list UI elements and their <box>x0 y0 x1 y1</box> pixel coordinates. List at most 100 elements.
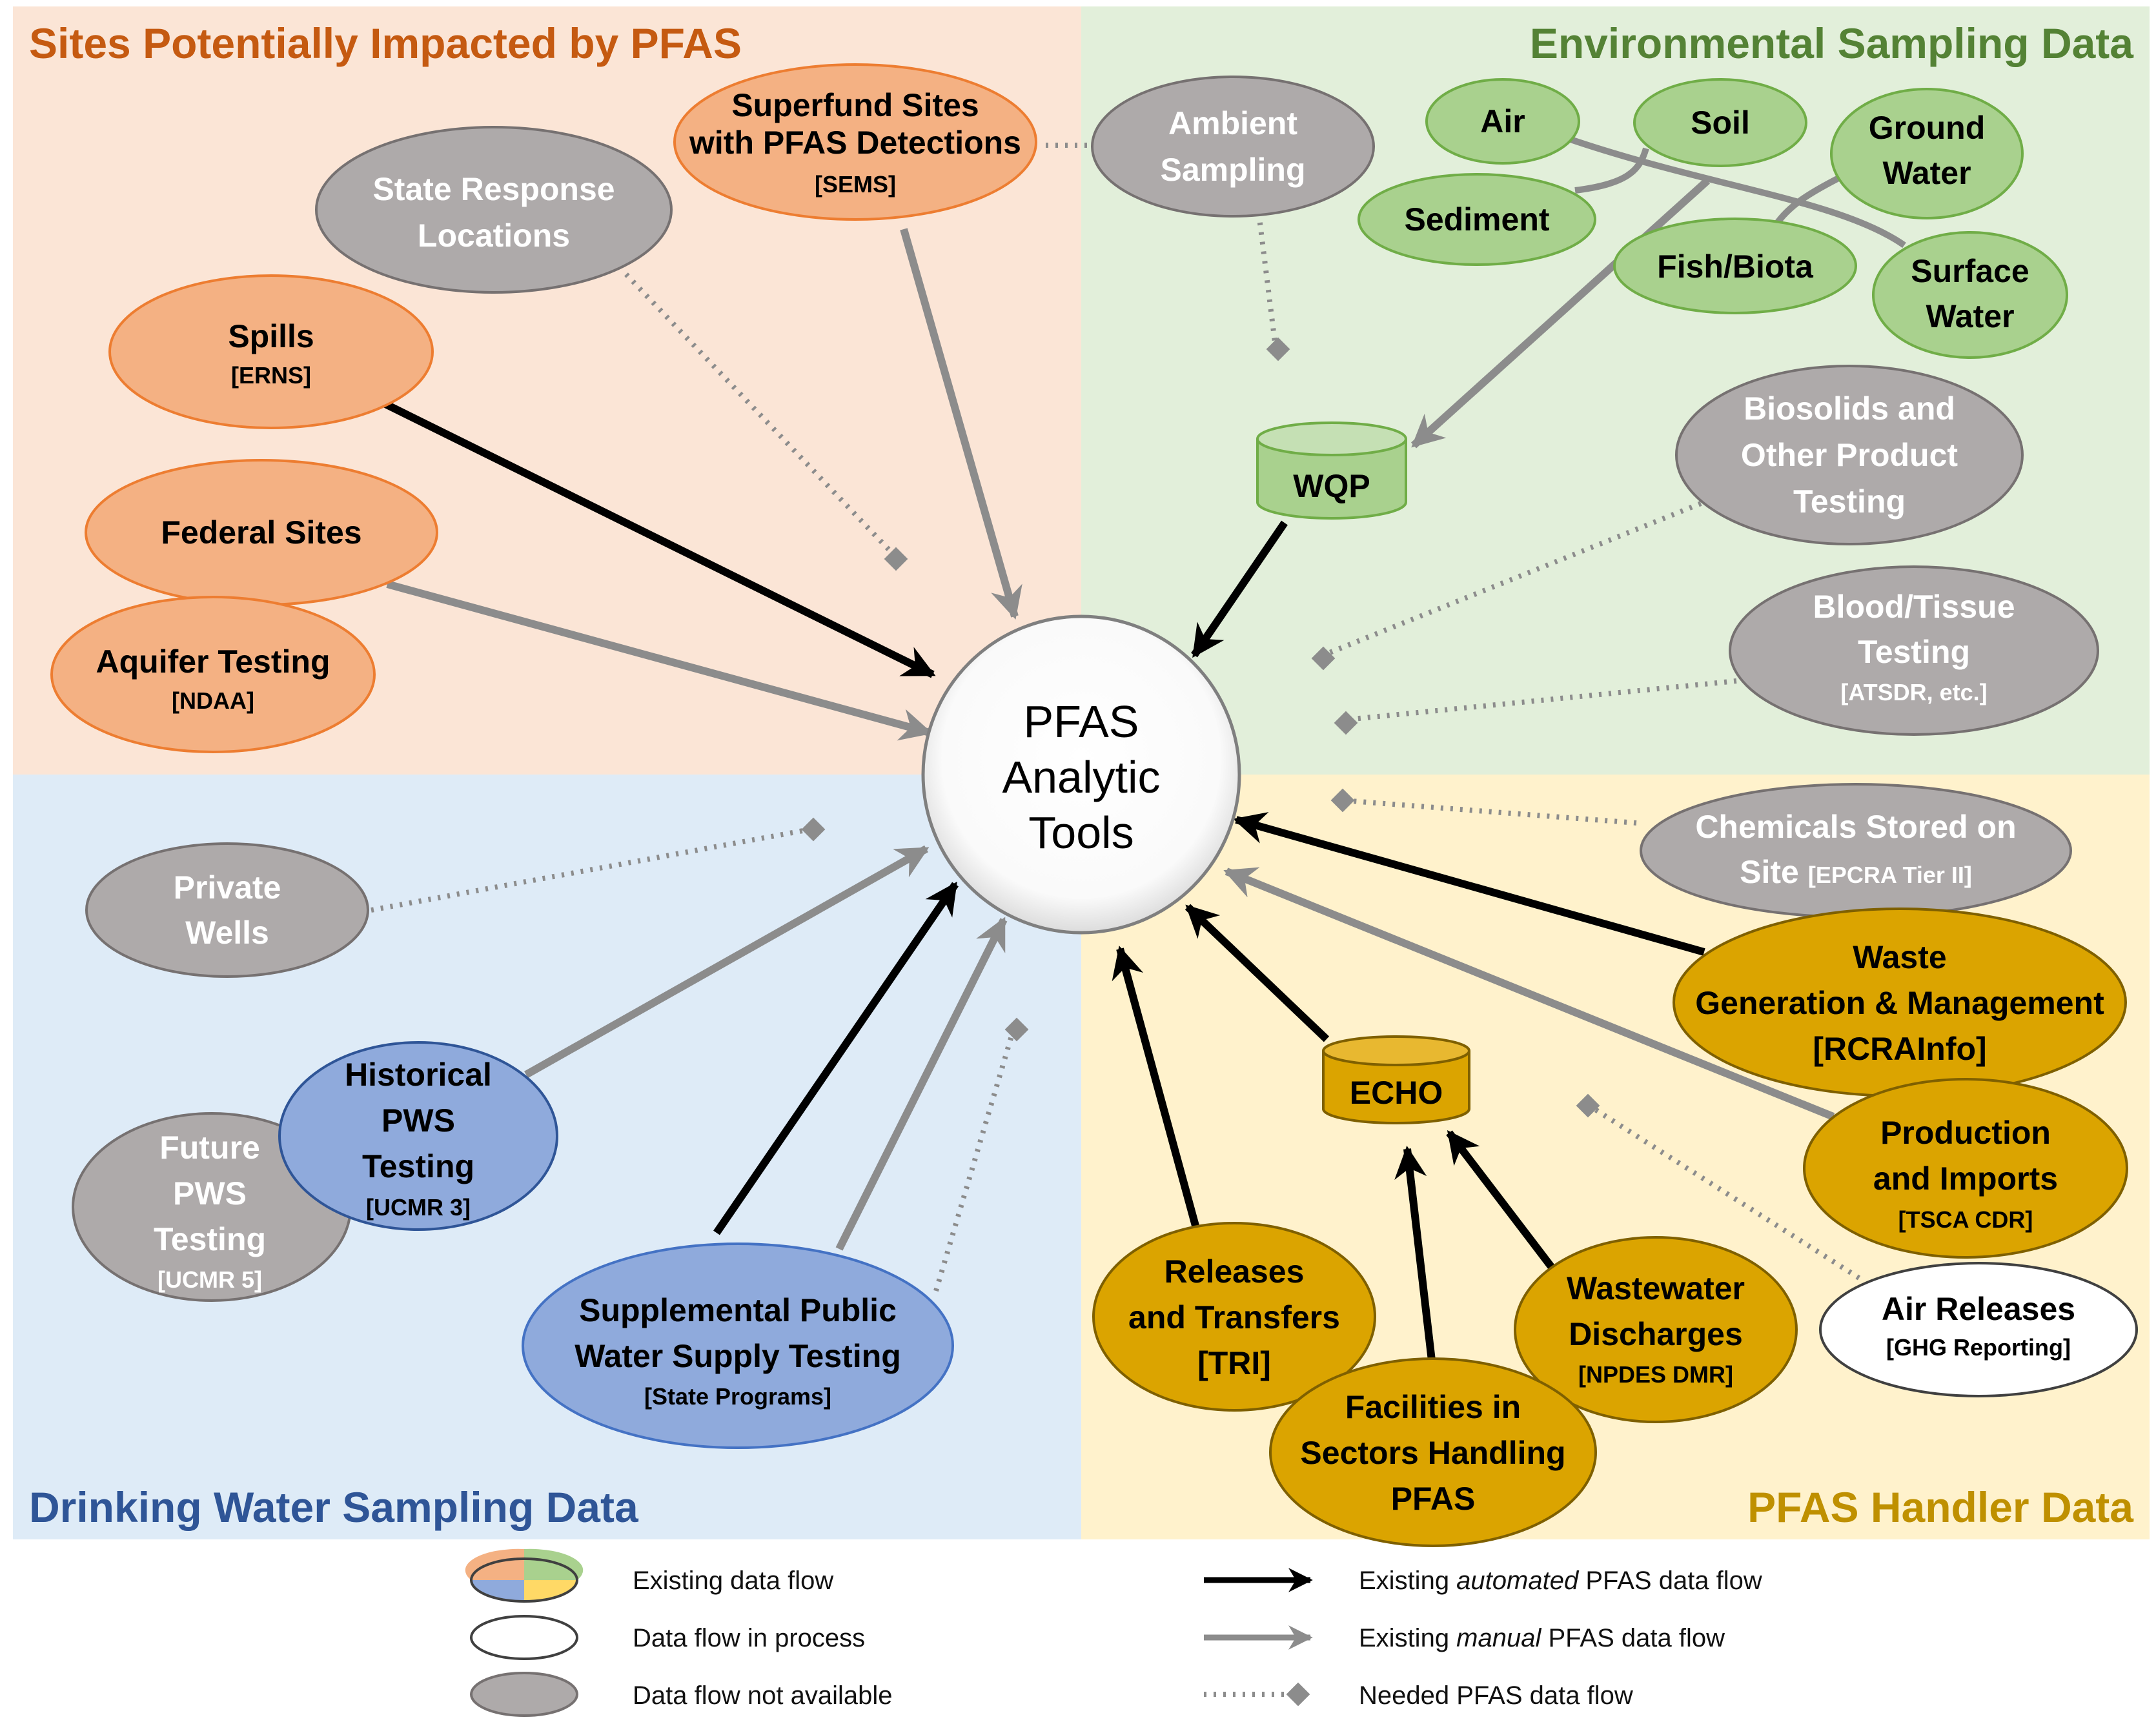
node-facilities-line2: Sectors Handling <box>1300 1435 1565 1471</box>
node-releases-line3: [TRI] <box>1197 1345 1271 1381</box>
node-historical-pws-sub: [UCMR 3] <box>366 1194 471 1221</box>
node-chemicals-stored-line2-main: Site <box>1740 854 1799 890</box>
node-fish-biota-line1: Fish/Biota <box>1657 248 1814 285</box>
legend-automated-suffix: PFAS data flow <box>1578 1567 1762 1595</box>
node-sediment[interactable]: Sediment <box>1358 173 1596 266</box>
node-production-line2: and Imports <box>1873 1161 2058 1197</box>
node-air-line1: Air <box>1480 103 1525 139</box>
node-facilities[interactable]: Facilities in Sectors Handling PFAS <box>1269 1357 1597 1547</box>
node-wastewater[interactable]: Wastewater Discharges [NPDES DMR] <box>1514 1236 1798 1423</box>
legend-in-process-swatch <box>470 1615 578 1660</box>
node-biosolids[interactable]: Biosolids and Other Product Testing <box>1675 365 2024 545</box>
node-ground-water[interactable]: Ground Water <box>1830 88 2024 219</box>
node-air-releases-line1: Air Releases <box>1882 1291 2075 1327</box>
node-surface-water[interactable]: Surface Water <box>1872 231 2068 359</box>
node-echo[interactable]: ECHO <box>1322 1035 1470 1124</box>
legend-in-process-label: Data flow in process <box>633 1624 865 1652</box>
node-state-response-line2: Locations <box>418 218 570 254</box>
node-historical-pws-line1: Historical <box>345 1057 492 1093</box>
node-wqp[interactable]: WQP <box>1256 421 1407 520</box>
node-waste-line3: [RCRAInfo] <box>1813 1031 1986 1067</box>
legend-not-available-label: Data flow not available <box>633 1681 892 1710</box>
node-blood-tissue-line1: Blood/Tissue <box>1813 589 2015 625</box>
node-blood-tissue-sub: [ATSDR, etc.] <box>1840 679 1987 705</box>
node-chemicals-stored-line1: Chemicals Stored on <box>1695 809 2016 845</box>
node-historical-pws-line2: PWS <box>381 1102 455 1139</box>
node-supplemental-line1: Supplemental Public <box>579 1292 897 1328</box>
legend-manual-label: Existing manual PFAS data flow <box>1359 1624 1725 1652</box>
legend-not-available-swatch <box>470 1672 578 1717</box>
node-surface-water-line1: Surface <box>1911 253 2029 289</box>
node-air-releases-sub: [GHG Reporting] <box>1886 1334 2071 1361</box>
needed-flow-lines <box>371 143 1861 1292</box>
node-future-pws-line2: PWS <box>173 1175 247 1212</box>
node-future-pws-sub: [UCMR 5] <box>158 1266 262 1293</box>
node-chemicals-stored-line2: Site [EPCRA Tier II] <box>1740 854 1972 890</box>
legend-automated-em: automated <box>1456 1567 1580 1595</box>
quadrant-drinking-water-title: Drinking Water Sampling Data <box>29 1483 639 1531</box>
node-aquifer-testing-sub: [NDAA] <box>172 687 254 714</box>
node-supplemental-sub: [State Programs] <box>644 1383 831 1410</box>
node-sediment-line1: Sediment <box>1404 201 1549 238</box>
legend-needed-swatch <box>1204 1682 1310 1707</box>
center-node-line1: PFAS <box>1024 696 1139 747</box>
legend-existing-swatch <box>465 1548 584 1603</box>
node-private-wells-line2: Wells <box>185 915 269 951</box>
node-releases[interactable]: Releases and Transfers [TRI] <box>1092 1222 1376 1412</box>
node-wastewater-sub: [NPDES DMR] <box>1578 1361 1733 1388</box>
node-future-pws[interactable]: Future PWS Testing [UCMR 5] <box>72 1112 352 1302</box>
node-state-response-line1: State Response <box>372 171 615 207</box>
node-echo-line1: ECHO <box>1350 1075 1443 1111</box>
legend-automated-label: Existing automated PFAS data flow <box>1359 1567 1762 1595</box>
node-aquifer-testing[interactable]: Aquifer Testing [NDAA] <box>50 596 376 753</box>
node-production-line1: Production <box>1880 1115 2051 1151</box>
node-superfund-line2: with PFAS Detections <box>689 125 1021 161</box>
center-node-line3: Tools <box>1028 807 1134 858</box>
legend-manual-em: manual <box>1456 1624 1541 1652</box>
node-superfund-line1: Superfund Sites <box>731 87 979 123</box>
quadrant-handler-title: PFAS Handler Data <box>1747 1483 2134 1531</box>
node-spills[interactable]: Spills [ERNS] <box>108 274 434 429</box>
center-node-line2: Analytic <box>1002 752 1160 802</box>
node-private-wells[interactable]: Private Wells <box>85 842 369 978</box>
node-blood-tissue[interactable]: Blood/Tissue Testing [ATSDR, etc.] <box>1729 565 2099 736</box>
manual-flow-arrows <box>386 177 1835 1251</box>
node-biosolids-line2: Other Product <box>1741 437 1958 473</box>
node-superfund-sub: [SEMS] <box>815 171 896 198</box>
node-spills-sub: [ERNS] <box>231 362 311 389</box>
node-ambient-sampling[interactable]: Ambient Sampling <box>1091 76 1375 218</box>
node-private-wells-line1: Private <box>174 869 281 906</box>
node-supplemental-line2: Water Supply Testing <box>575 1338 901 1374</box>
node-soil[interactable]: Soil <box>1633 78 1807 167</box>
node-soil-line1: Soil <box>1691 105 1750 141</box>
node-waste[interactable]: Waste Generation & Management [RCRAInfo] <box>1673 908 2127 1097</box>
node-historical-pws[interactable]: Historical PWS Testing [UCMR 3] <box>278 1041 558 1231</box>
node-air-releases[interactable]: Air Releases [GHG Reporting] <box>1819 1262 2138 1397</box>
node-air[interactable]: Air <box>1425 78 1580 165</box>
center-node-pfas-analytic-tools[interactable]: PFAS Analytic Tools <box>921 614 1241 935</box>
automated-flow-arrows <box>382 400 1705 1372</box>
node-state-response[interactable]: State Response Locations <box>315 126 673 294</box>
node-supplemental[interactable]: Supplemental Public Water Supply Testing… <box>522 1242 954 1449</box>
quadrant-sites-title: Sites Potentially Impacted by PFAS <box>29 19 742 67</box>
legend-manual-suffix: PFAS data flow <box>1541 1624 1725 1652</box>
node-fish-biota[interactable]: Fish/Biota <box>1613 218 1857 314</box>
node-ground-water-line1: Ground <box>1869 110 1986 146</box>
node-aquifer-testing-line1: Aquifer Testing <box>96 644 331 680</box>
node-wqp-line1: WQP <box>1293 468 1370 504</box>
legend-existing-label: Existing data flow <box>633 1567 833 1595</box>
node-production[interactable]: Production and Imports [TSCA CDR] <box>1803 1078 2128 1259</box>
node-spills-line1: Spills <box>228 318 314 354</box>
node-chemicals-stored-line2-sub: [EPCRA Tier II] <box>1808 862 1972 888</box>
legend: Existing data flow Data flow in process … <box>465 1548 1762 1717</box>
node-chemicals-stored[interactable]: Chemicals Stored on Site [EPCRA Tier II] <box>1640 783 2072 918</box>
node-federal-sites[interactable]: Federal Sites <box>85 459 438 606</box>
node-waste-line2: Generation & Management <box>1695 985 2104 1021</box>
node-historical-pws-line3: Testing <box>362 1148 474 1184</box>
node-biosolids-line1: Biosolids and <box>1744 390 1955 427</box>
node-wastewater-line2: Discharges <box>1569 1316 1743 1352</box>
legend-manual-prefix: Existing <box>1359 1624 1456 1652</box>
node-superfund[interactable]: Superfund Sites with PFAS Detections [SE… <box>673 63 1037 221</box>
node-waste-line1: Waste <box>1853 939 1946 975</box>
